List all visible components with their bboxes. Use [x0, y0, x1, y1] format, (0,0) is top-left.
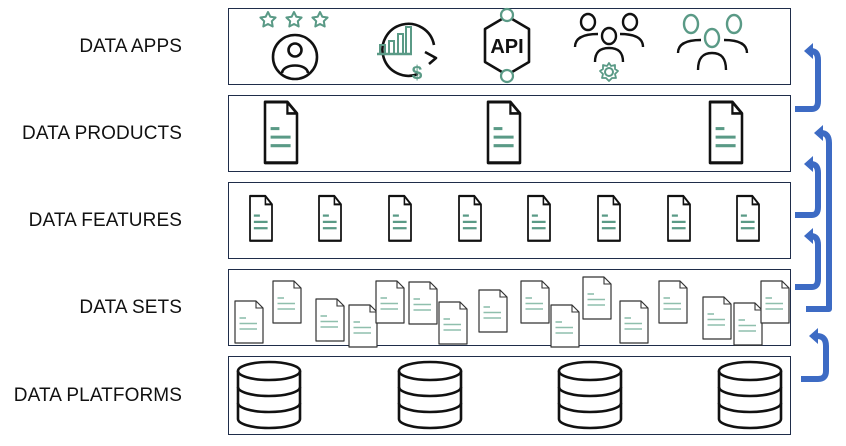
document-icon — [248, 194, 274, 242]
document-icon — [408, 281, 438, 325]
layer-label-products: DATA PRODUCTS — [22, 123, 182, 144]
arrowhead-icon — [804, 228, 813, 244]
arrow-products-to-apps — [795, 48, 821, 112]
document-icon — [582, 276, 612, 320]
database-icon — [717, 360, 783, 430]
arrowhead-icon — [804, 156, 813, 172]
products-documents — [263, 100, 744, 165]
layer-box-platforms — [228, 356, 791, 435]
team-icon — [676, 13, 749, 71]
platform-databases — [236, 360, 783, 430]
document-icon — [478, 289, 508, 333]
star-rating-user-icon — [259, 11, 329, 81]
arrowhead-icon — [804, 43, 813, 59]
layer-label-features: DATA FEATURES — [28, 210, 182, 231]
star-icon — [259, 11, 277, 28]
chart-dollar-cycle-icon: $ — [377, 22, 438, 84]
arrowhead-icon — [814, 125, 823, 141]
document-icon — [348, 304, 378, 348]
document-icon — [486, 100, 522, 165]
api-hexagon-icon: API — [483, 7, 531, 84]
star-icon — [285, 11, 303, 28]
layer-label-apps: DATA APPS — [79, 36, 182, 57]
database-icon — [557, 360, 623, 430]
arrowhead-icon — [809, 328, 818, 344]
document-icon — [760, 280, 790, 324]
database-icon — [236, 360, 302, 430]
document-icon — [550, 304, 580, 348]
document-icon — [658, 280, 688, 324]
document-icon — [596, 194, 622, 242]
layer-label-platforms: DATA PLATFORMS — [13, 385, 182, 406]
document-icon — [733, 302, 763, 346]
document-icon — [520, 280, 550, 324]
document-icon — [666, 194, 692, 242]
arrow-heads — [804, 43, 823, 344]
document-icon — [315, 298, 345, 342]
features-documents — [248, 194, 761, 242]
team-gear-icon — [573, 12, 645, 82]
arrow-features-to-products — [795, 161, 821, 218]
document-icon — [708, 100, 744, 165]
arrow-sets-to-features — [795, 233, 821, 290]
document-icon — [317, 194, 343, 242]
database-icon — [397, 360, 463, 430]
flow-arrows — [795, 48, 832, 382]
document-icon — [457, 194, 483, 242]
dollar-sign: $ — [412, 63, 423, 84]
document-icon — [735, 194, 761, 242]
document-icon — [702, 296, 732, 340]
star-icon — [311, 11, 329, 28]
document-icon — [438, 301, 468, 345]
document-icon — [387, 194, 413, 242]
sets-documents — [234, 276, 790, 348]
document-icon — [234, 300, 264, 344]
layer-label-sets: DATA SETS — [79, 297, 182, 318]
document-icon — [263, 100, 299, 165]
document-icon — [272, 280, 302, 324]
document-icon — [526, 194, 552, 242]
document-icon — [375, 280, 405, 324]
api-text: API — [490, 36, 523, 58]
arrow-platforms-to-sets — [801, 333, 829, 382]
document-icon — [619, 300, 649, 344]
